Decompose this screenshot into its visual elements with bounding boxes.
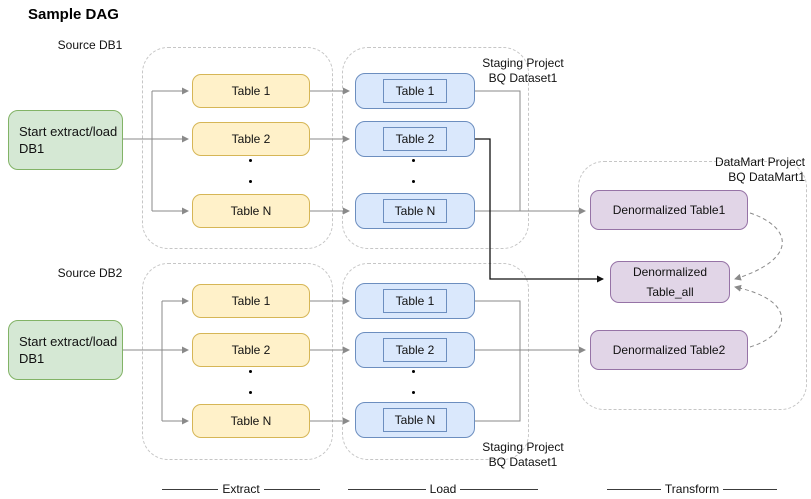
- load-table-db2-2: Table 2: [355, 332, 475, 368]
- staging-label-db2: Staging Project BQ Dataset1: [462, 440, 584, 470]
- load-table-db1-1: Table 1: [355, 73, 475, 109]
- staging-label-db1: Staging Project BQ Dataset1: [462, 56, 584, 86]
- staging-label-db1-line1: Staging Project: [482, 56, 564, 70]
- datamart-label: DataMart Project BQ DataMart1: [650, 155, 805, 185]
- start-node-db1-line2: DB1: [19, 141, 45, 156]
- load-table-db2-n: Table N: [355, 402, 475, 438]
- ellipsis-dot: [412, 391, 415, 394]
- start-node-db1-line1: Start extract/load: [19, 124, 118, 139]
- start-node-db2: Start extract/load DB1: [8, 320, 123, 380]
- datamart-label-line2: BQ DataMart1: [728, 170, 805, 184]
- ellipsis-dot: [412, 370, 415, 373]
- start-node-db1: Start extract/load DB1: [8, 110, 123, 170]
- load-table-db1-n-label: Table N: [383, 199, 447, 223]
- start-node-db2-line2: DB1: [19, 351, 45, 366]
- staging-label-db2-line2: BQ Dataset1: [488, 455, 558, 469]
- extract-table-db2-n: Table N: [192, 404, 310, 438]
- load-table-db1-1-label: Table 1: [383, 79, 447, 103]
- stage-line: [723, 488, 778, 490]
- extract-table-db2-2: Table 2: [192, 333, 310, 367]
- extract-table-db2-1: Table 1: [192, 284, 310, 318]
- staging-label-db2-line1: Staging Project: [482, 440, 564, 454]
- extract-table-db1-n: Table N: [192, 194, 310, 228]
- stage-load: Load: [348, 482, 539, 496]
- load-table-db2-n-label: Table N: [383, 408, 447, 432]
- stage-line: [460, 488, 539, 490]
- stage-line: [162, 488, 219, 490]
- load-table-db2-1: Table 1: [355, 283, 475, 319]
- load-table-db2-1-label: Table 1: [383, 289, 447, 313]
- ellipsis-dot: [249, 180, 252, 183]
- source-db1-label: Source DB1: [57, 38, 123, 52]
- denormalized-table2-node: Denormalized Table2: [590, 330, 748, 370]
- denormalized-table-all-node: Denormalized Table_all: [610, 261, 730, 303]
- ellipsis-dot: [249, 370, 252, 373]
- denormalized-table-all-line2: Table_all: [646, 285, 694, 299]
- ellipsis-dot: [412, 180, 415, 183]
- stage-line: [348, 488, 426, 490]
- stage-transform: Transform: [607, 482, 778, 496]
- load-table-db2-2-label: Table 2: [383, 338, 447, 362]
- stage-line: [607, 488, 661, 490]
- load-table-db1-2: Table 2: [355, 121, 475, 157]
- load-group-db2: [342, 263, 529, 460]
- stage-extract-label: Extract: [222, 482, 260, 496]
- start-node-db2-line1: Start extract/load: [19, 334, 118, 349]
- ellipsis-dot: [249, 391, 252, 394]
- stage-extract: Extract: [162, 482, 320, 496]
- load-table-db1-2-label: Table 2: [383, 127, 447, 151]
- stage-line: [263, 488, 320, 490]
- load-table-db1-n: Table N: [355, 193, 475, 229]
- extract-table-db1-2: Table 2: [192, 122, 310, 156]
- stage-load-label: Load: [429, 482, 457, 496]
- page-title: Sample DAG: [28, 6, 119, 23]
- datamart-group: [578, 161, 807, 410]
- staging-label-db1-line2: BQ Dataset1: [488, 71, 558, 85]
- denormalized-table-all-line1: Denormalized: [632, 265, 708, 279]
- source-db2-label: Source DB2: [57, 266, 123, 280]
- datamart-label-line1: DataMart Project: [714, 155, 805, 169]
- ellipsis-dot: [412, 159, 415, 162]
- denormalized-table1-node: Denormalized Table1: [590, 190, 748, 230]
- extract-table-db1-1: Table 1: [192, 74, 310, 108]
- ellipsis-dot: [249, 159, 252, 162]
- stage-transform-label: Transform: [664, 482, 720, 496]
